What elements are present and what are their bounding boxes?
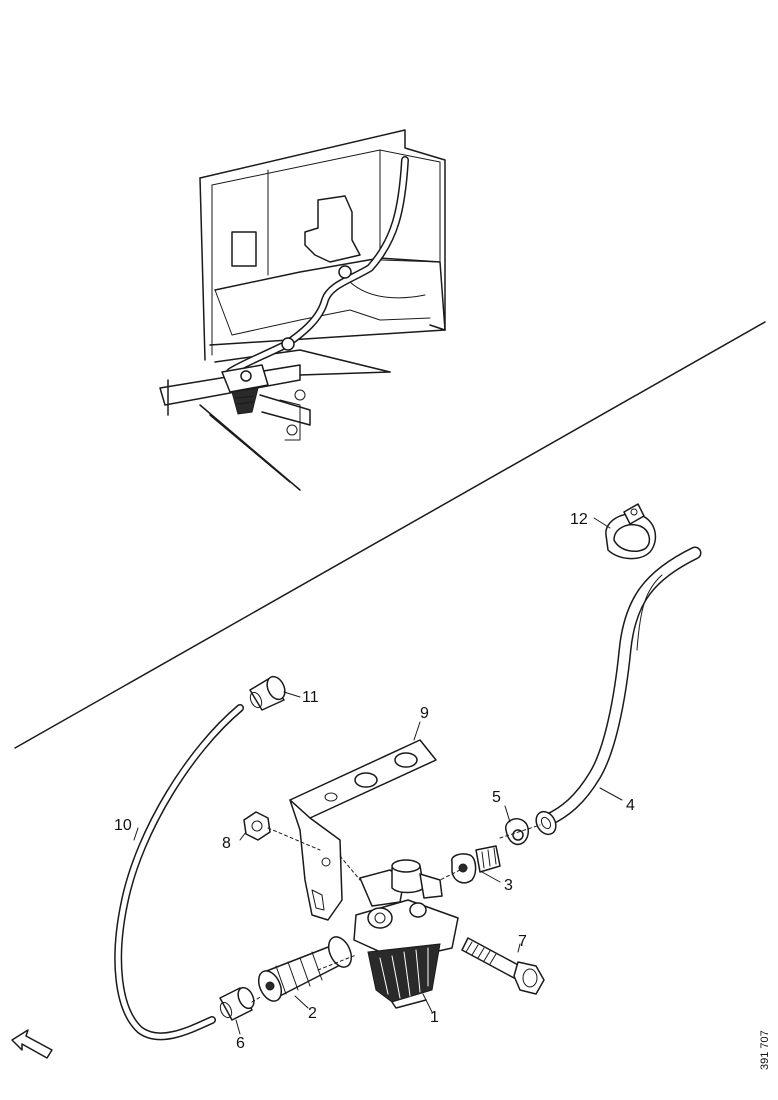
drawing-number: 391 707 [759, 1030, 771, 1070]
mounting-bracket[interactable] [289, 739, 437, 921]
callout-11: 11 [302, 689, 319, 706]
quick-coupling[interactable] [254, 933, 356, 1004]
forward-arrow-icon [11, 1029, 53, 1059]
callout-10: 10 [114, 817, 132, 834]
callout-4: 4 [626, 797, 635, 814]
view-separator-line [14, 321, 766, 749]
callout-1: 1 [430, 1009, 439, 1026]
callout-9: 9 [420, 705, 429, 722]
bolt[interactable] [461, 937, 545, 995]
callout-2: 2 [308, 1005, 317, 1022]
callout-12: 12 [570, 511, 588, 528]
leader-lines [133, 517, 623, 1035]
hose-clamp[interactable] [605, 503, 657, 560]
callout-3: 3 [504, 877, 513, 894]
clamp-washer[interactable] [505, 818, 529, 846]
callout-7: 7 [518, 933, 527, 950]
callout-labels: 1 2 3 4 5 6 7 8 9 10 11 12 [114, 511, 635, 1052]
air-tube[interactable] [114, 704, 244, 1041]
hose-large[interactable] [532, 546, 702, 838]
callout-6: 6 [236, 1035, 245, 1052]
assembly-guide-lines [251, 824, 541, 1003]
overview-inset [159, 129, 446, 491]
valve-assembly[interactable] [353, 859, 459, 1009]
hex-nut[interactable] [243, 811, 271, 841]
hose-connector-lower[interactable] [218, 985, 257, 1021]
callout-5: 5 [492, 789, 501, 806]
callout-8: 8 [222, 835, 231, 852]
union-fitting[interactable] [451, 845, 501, 884]
hose-connector-upper[interactable] [248, 674, 288, 711]
